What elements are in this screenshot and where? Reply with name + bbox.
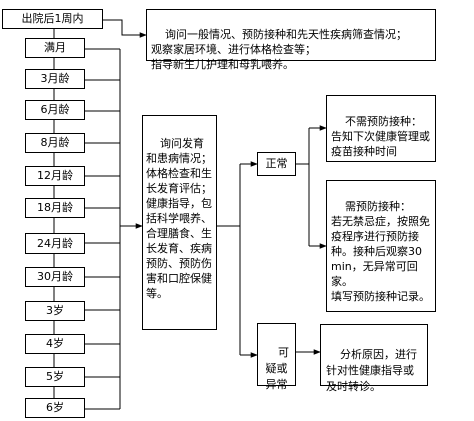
age-label: 3月龄: [40, 72, 70, 85]
age-box-8-months: 8月龄: [25, 133, 85, 153]
age-box-first-week: 出院后1周内: [2, 9, 103, 29]
age-label: 满月: [44, 41, 66, 54]
age-label: 5岁: [46, 370, 64, 383]
age-label: 12月龄: [37, 169, 73, 182]
branch-normal-label: 正常: [265, 157, 288, 170]
outcome-vaccine-box: 需预防接种： 若无禁忌症，按照免疫程序进行预防接种。接种后观察30min，无异常…: [326, 180, 436, 312]
first-visit-note-box: 询问一般情况、预防接种和先天性疾病筛查情况； 观察家居环境、进行体格检查等； 指…: [146, 9, 436, 71]
age-box-12-months: 12月龄: [25, 166, 85, 186]
age-label: 4岁: [46, 337, 64, 350]
age-box-24-months: 24月龄: [25, 233, 85, 254]
branch-abnormal-label: 可疑或异常: [265, 346, 290, 391]
branch-normal-box: 正常: [257, 152, 296, 176]
routine-visit-content-box: 询问发育和患病情况； 体格检查和生长发育评估； 健康指导，包括科学喂养、合理膳食…: [142, 115, 217, 330]
age-box-1-month: 满月: [25, 38, 85, 58]
arrow-first-visit-to-note: [102, 19, 147, 38]
age-box-18-months: 18月龄: [25, 198, 85, 218]
age-label: 24月龄: [37, 236, 73, 250]
age-label: 8月龄: [40, 136, 70, 149]
age-label: 30月龄: [37, 270, 73, 283]
age-box-6-years: 6岁: [25, 398, 85, 418]
age-box-5-years: 5岁: [25, 367, 85, 387]
age-label: 3岁: [46, 304, 64, 317]
age-label: 出院后1周内: [21, 12, 84, 25]
age-label: 18月龄: [37, 201, 73, 214]
age-box-4-years: 4岁: [25, 334, 85, 354]
age-box-3-years: 3岁: [25, 301, 85, 321]
age-label: 6岁: [46, 401, 64, 414]
abnormal-action-text: 分析原因，进行针对性健康指导或及时转诊。: [326, 348, 417, 393]
age-box-30-months: 30月龄: [25, 267, 85, 287]
outcome-vaccine-text: 需预防接种： 若无禁忌症，按照免疫程序进行预防接种。接种后观察30min，无异常…: [331, 200, 430, 303]
outcome-no-vaccine-text: 不需预防接种： 告知下次健康管理或疫苗接种时间: [331, 115, 430, 158]
routine-visit-content-text: 询问发育和患病情况； 体格检查和生长发育评估； 健康指导，包括科学喂养、合理膳食…: [146, 137, 212, 300]
first-visit-note-text: 询问一般情况、预防接种和先天性疾病筛查情况； 观察家居环境、进行体格检查等； 指…: [151, 28, 407, 71]
age-label: 6月龄: [40, 103, 70, 116]
outcome-no-vaccine-box: 不需预防接种： 告知下次健康管理或疫苗接种时间: [326, 95, 436, 162]
age-box-3-months: 3月龄: [25, 69, 85, 89]
abnormal-action-box: 分析原因，进行针对性健康指导或及时转诊。: [320, 324, 428, 393]
branch-abnormal-box: 可疑或异常: [257, 323, 296, 391]
age-box-6-months: 6月龄: [25, 100, 85, 120]
